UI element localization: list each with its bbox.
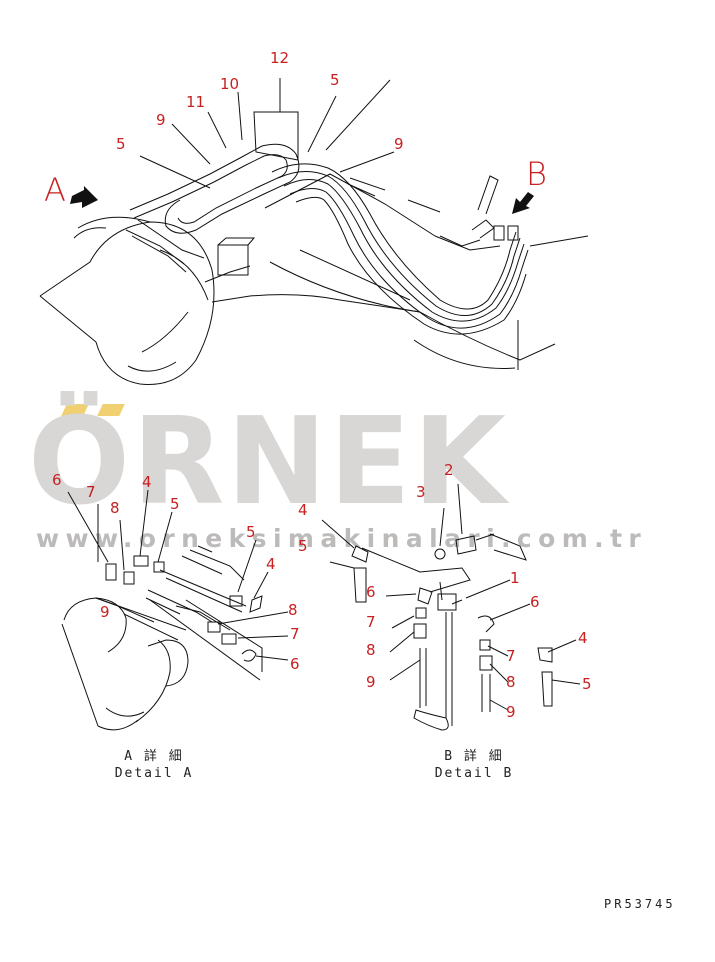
- callout-b-5b: 5: [582, 675, 592, 693]
- detail-a-caption-jp: A 詳 細: [124, 749, 184, 764]
- callout-b-2: 2: [444, 461, 454, 479]
- callout-b-4a: 4: [298, 501, 308, 519]
- detail-b-caption-jp: B 詳 細: [444, 749, 504, 764]
- callout-b-7a: 7: [366, 613, 376, 631]
- callout-main-10: 10: [220, 75, 240, 93]
- callout-main-9a: 9: [156, 111, 166, 129]
- callout-b-6b: 6: [530, 593, 540, 611]
- callout-a-5b: 5: [246, 523, 256, 541]
- callout-b-5a: 5: [298, 537, 308, 555]
- callout-a-6b: 6: [290, 655, 300, 673]
- callout-main-5a: 5: [116, 135, 126, 153]
- view-label-b: B: [526, 155, 547, 193]
- detail-a-drawing: [61, 489, 289, 731]
- detail-a-caption: A 詳 細 Detail A: [104, 748, 204, 782]
- callout-b-1: 1: [510, 569, 520, 587]
- detail-b-caption: B 詳 細 Detail B: [424, 748, 524, 782]
- view-arrow-a-icon: [70, 186, 98, 208]
- watermark-url: www.orneksimakinalari.com.tr: [36, 524, 648, 553]
- callout-main-12: 12: [270, 49, 290, 67]
- callout-a-9: 9: [100, 603, 110, 621]
- callout-main-11: 11: [186, 93, 206, 111]
- view-arrow-b-icon: [512, 192, 534, 214]
- callout-b-4b: 4: [578, 629, 588, 647]
- callout-a-4: 4: [142, 473, 152, 491]
- callout-main-5b: 5: [330, 71, 340, 89]
- callout-b-3: 3: [416, 483, 426, 501]
- callout-a-7b: 7: [290, 625, 300, 643]
- callout-b-8b: 8: [506, 673, 516, 691]
- callout-a-6: 6: [52, 471, 62, 489]
- detail-b-caption-en: Detail B: [434, 766, 514, 781]
- callout-a-8: 8: [110, 499, 120, 517]
- watermark-brand: ÖRNEK: [28, 393, 508, 532]
- view-label-a: A: [44, 171, 66, 209]
- main-view-drawing: [39, 78, 589, 385]
- callout-b-6a: 6: [366, 583, 376, 601]
- callout-b-8a: 8: [366, 641, 376, 659]
- callout-a-7: 7: [86, 483, 96, 501]
- detail-a-caption-en: Detail A: [114, 766, 194, 781]
- callout-b-7b: 7: [506, 647, 516, 665]
- callout-a-5a: 5: [170, 495, 180, 513]
- callout-a-4b: 4: [266, 555, 276, 573]
- callout-main-9b: 9: [394, 135, 404, 153]
- callout-a-8b: 8: [288, 601, 298, 619]
- drawing-code: PR53745: [604, 897, 676, 911]
- callout-b-9a: 9: [366, 673, 376, 691]
- detail-b-drawing: [321, 483, 581, 731]
- callout-b-9b: 9: [506, 703, 516, 721]
